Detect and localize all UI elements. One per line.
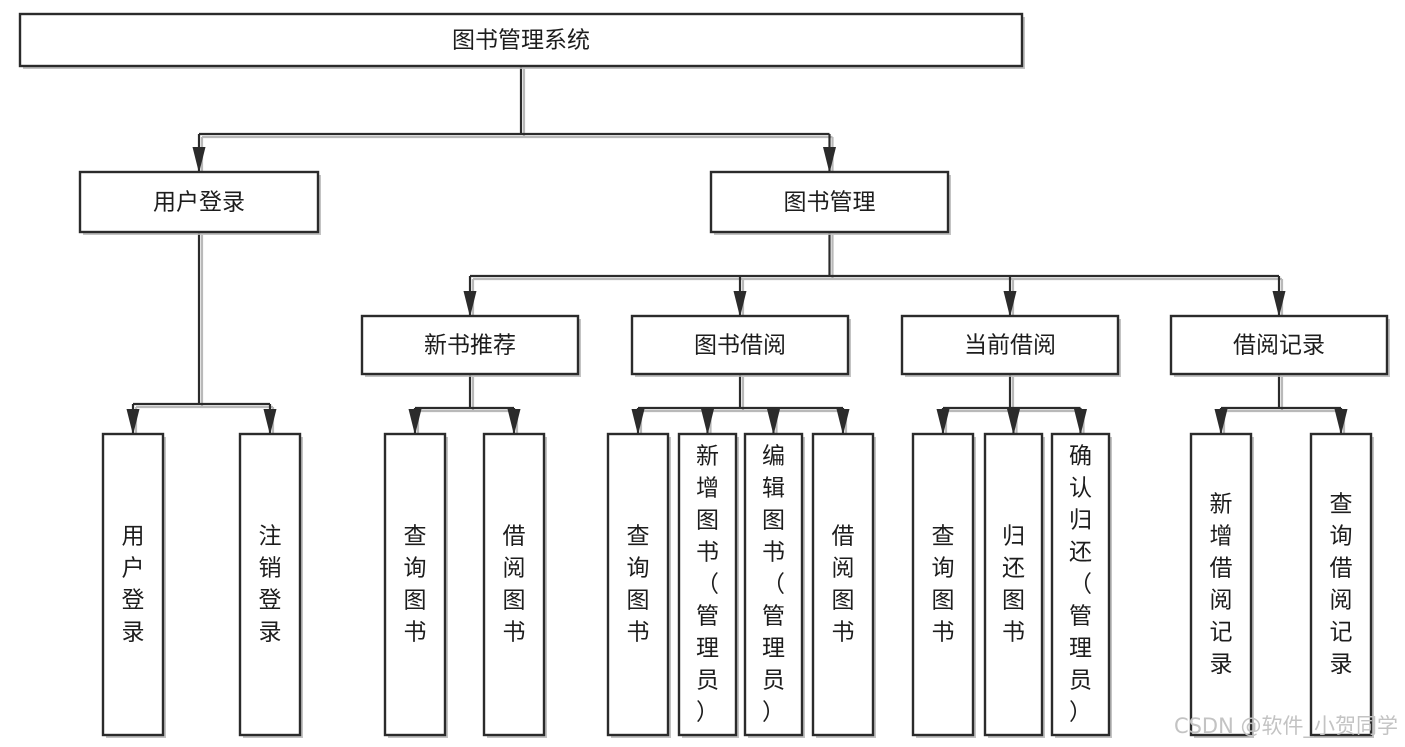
arrow-head xyxy=(1334,409,1348,435)
node-label: 查询借阅记录 xyxy=(1330,492,1353,678)
node-rect[interactable] xyxy=(101,432,165,737)
arrow-head xyxy=(1214,409,1228,435)
node-rect[interactable] xyxy=(743,432,804,737)
node-leaf-user-login[interactable]: 用户登录 xyxy=(101,432,166,738)
node-current-borrow[interactable]: 当前借阅 xyxy=(900,314,1121,377)
node-rect[interactable] xyxy=(238,432,302,737)
node-label: 借阅图书 xyxy=(832,524,855,646)
node-label: 归还图书 xyxy=(1002,524,1025,646)
node-label: 图书借阅 xyxy=(694,333,786,359)
arrow-head xyxy=(936,409,950,435)
arrow-head xyxy=(767,409,780,435)
node-leaf-query-book-current[interactable]: 查询图书 xyxy=(911,432,976,738)
node-rect[interactable] xyxy=(360,314,580,376)
arrow-head xyxy=(1272,291,1286,317)
node-book-management[interactable]: 图书管理 xyxy=(709,170,951,235)
arrow-head xyxy=(408,409,422,435)
arrow-head xyxy=(1003,291,1017,317)
arrow-head xyxy=(263,409,277,435)
node-new-book-recommend[interactable]: 新书推荐 xyxy=(360,314,581,377)
node-leaf-add-book-admin[interactable]: 新增图书（管理员） xyxy=(677,432,739,738)
node-rect[interactable] xyxy=(78,170,320,234)
node-label: 当前借阅 xyxy=(964,333,1056,359)
node-rect[interactable] xyxy=(606,432,670,737)
node-leaf-borrow-book[interactable]: 借阅图书 xyxy=(811,432,876,738)
node-rect[interactable] xyxy=(677,432,738,737)
node-label: 用户登录 xyxy=(122,524,145,646)
node-rect[interactable] xyxy=(709,170,950,234)
node-borrow-record[interactable]: 借阅记录 xyxy=(1169,314,1390,377)
node-leaf-edit-book-admin[interactable]: 编辑图书（管理员） xyxy=(743,432,805,738)
node-label: 确认归还（管理员） xyxy=(1069,444,1092,726)
node-label: 注销登录 xyxy=(259,524,282,646)
node-label: 图书管理系统 xyxy=(452,28,590,54)
arrow-head xyxy=(823,147,836,173)
node-label: 新增借阅记录 xyxy=(1210,492,1233,678)
watermark-layer: CSDN @软件_小贺同学 xyxy=(1174,714,1398,739)
node-rect[interactable] xyxy=(1050,432,1111,737)
node-leaf-query-borrow-record[interactable]: 查询借阅记录 xyxy=(1309,432,1374,738)
node-label: 查询图书 xyxy=(627,524,650,646)
node-label: 查询图书 xyxy=(404,524,427,646)
node-rect[interactable] xyxy=(630,314,850,376)
node-label: 图书管理 xyxy=(784,190,876,216)
node-rect[interactable] xyxy=(18,12,1024,68)
node-label: 用户登录 xyxy=(153,190,245,216)
arrow-head xyxy=(507,409,521,435)
csdn-watermark: CSDN @软件_小贺同学 xyxy=(1174,714,1398,739)
arrow-head xyxy=(733,291,747,317)
node-leaf-return-book[interactable]: 归还图书 xyxy=(983,432,1045,738)
arrow-head xyxy=(701,409,714,435)
node-rect[interactable] xyxy=(383,432,447,737)
node-leaf-confirm-return-admin[interactable]: 确认归还（管理员） xyxy=(1050,432,1112,738)
node-leaf-add-borrow-record[interactable]: 新增借阅记录 xyxy=(1189,432,1254,738)
node-user-login[interactable]: 用户登录 xyxy=(78,170,321,235)
node-leaf-query-book-borrow[interactable]: 查询图书 xyxy=(606,432,671,738)
node-rect[interactable] xyxy=(1309,432,1373,737)
node-label: 借阅记录 xyxy=(1233,333,1325,359)
nodes-layer: 图书管理系统用户登录图书管理新书推荐图书借阅当前借阅借阅记录用户登录注销登录查询… xyxy=(18,12,1390,738)
arrow-head xyxy=(836,409,850,435)
node-rect[interactable] xyxy=(811,432,875,737)
node-rect[interactable] xyxy=(1189,432,1253,737)
node-label: 查询图书 xyxy=(932,524,955,646)
node-leaf-logout[interactable]: 注销登录 xyxy=(238,432,303,738)
node-rect[interactable] xyxy=(983,432,1044,737)
arrow-head xyxy=(192,147,206,173)
node-rect[interactable] xyxy=(482,432,546,737)
node-label: 编辑图书（管理员） xyxy=(762,444,785,726)
node-rect[interactable] xyxy=(911,432,975,737)
node-rect[interactable] xyxy=(900,314,1120,376)
node-label: 借阅图书 xyxy=(503,524,526,646)
arrow-head xyxy=(126,409,140,435)
node-rect[interactable] xyxy=(1169,314,1389,376)
node-label: 新增图书（管理员） xyxy=(696,444,719,726)
node-book-borrow[interactable]: 图书借阅 xyxy=(630,314,851,377)
arrow-head xyxy=(1007,409,1020,435)
node-label: 新书推荐 xyxy=(424,333,516,359)
connectors-layer xyxy=(126,66,1348,437)
arrow-head xyxy=(1074,409,1087,435)
node-leaf-borrow-book-recommend[interactable]: 借阅图书 xyxy=(482,432,547,738)
arrow-head xyxy=(631,409,645,435)
node-leaf-query-book-recommend[interactable]: 查询图书 xyxy=(383,432,448,738)
node-root-图书管理系统[interactable]: 图书管理系统 xyxy=(18,12,1025,69)
arrow-head xyxy=(463,291,477,317)
